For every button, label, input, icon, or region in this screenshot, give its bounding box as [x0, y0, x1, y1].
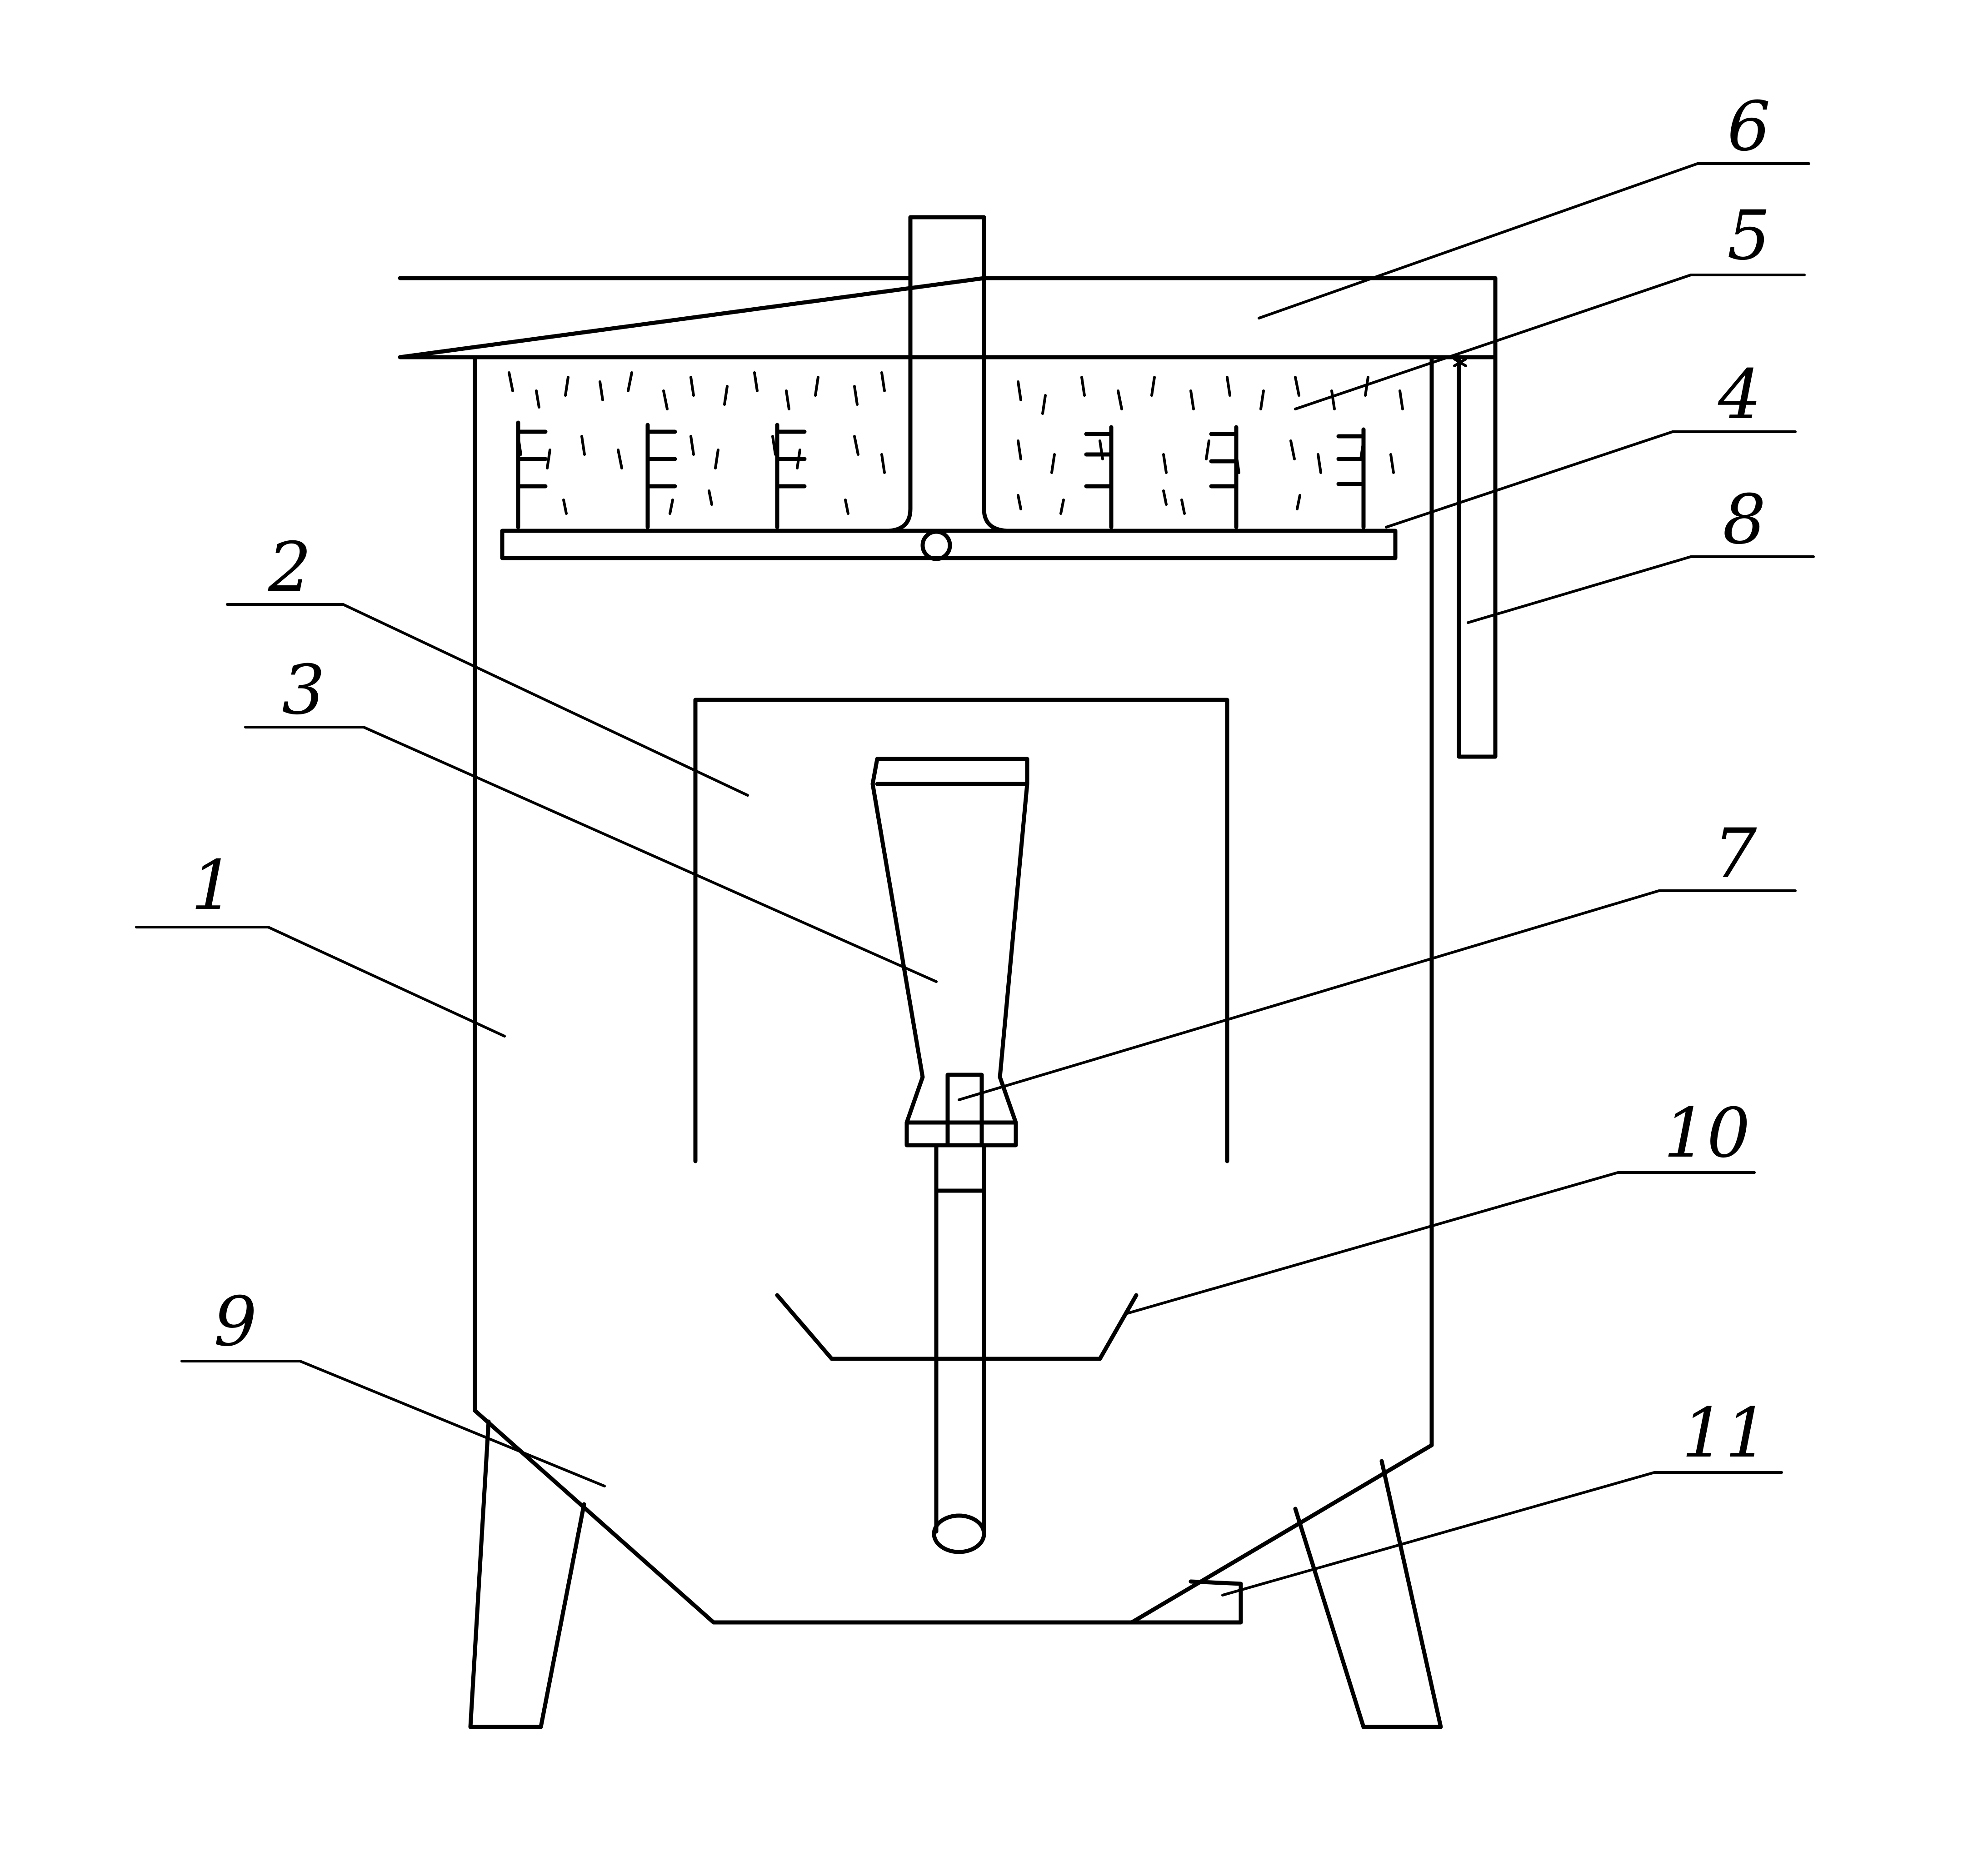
drain-outlet [1129, 1579, 1243, 1625]
callout-10: 10 [1663, 1094, 1750, 1173]
tank-body [473, 355, 1434, 1625]
deflector-tray [775, 1293, 1139, 1361]
callout-9: 9 [214, 1282, 257, 1362]
top-cover [398, 276, 1498, 359]
funnel [870, 757, 1029, 1148]
callout-2: 2 [268, 528, 311, 607]
callout-labels: 6 5 4 8 2 3 7 1 10 9 11 [191, 87, 1770, 1473]
downpipe [932, 1143, 986, 1554]
callout-5: 5 [1727, 196, 1770, 275]
callout-1: 1 [191, 846, 234, 925]
legs [468, 1419, 1443, 1729]
callout-6: 6 [1727, 87, 1770, 166]
filter-layer [508, 371, 1404, 515]
leader-lines [135, 162, 1815, 1597]
callout-11: 11 [1682, 1394, 1768, 1473]
callout-7: 7 [1713, 814, 1757, 893]
center-shaft [886, 215, 1009, 533]
callout-3: 3 [282, 651, 325, 730]
callout-4: 4 [1718, 355, 1761, 434]
side-pipe [1425, 355, 1498, 759]
inner-cylinder [693, 698, 1229, 1163]
support-plate [500, 529, 1398, 561]
callout-8: 8 [1723, 480, 1766, 559]
nozzle [945, 1073, 984, 1145]
filter-combs [516, 420, 1366, 529]
